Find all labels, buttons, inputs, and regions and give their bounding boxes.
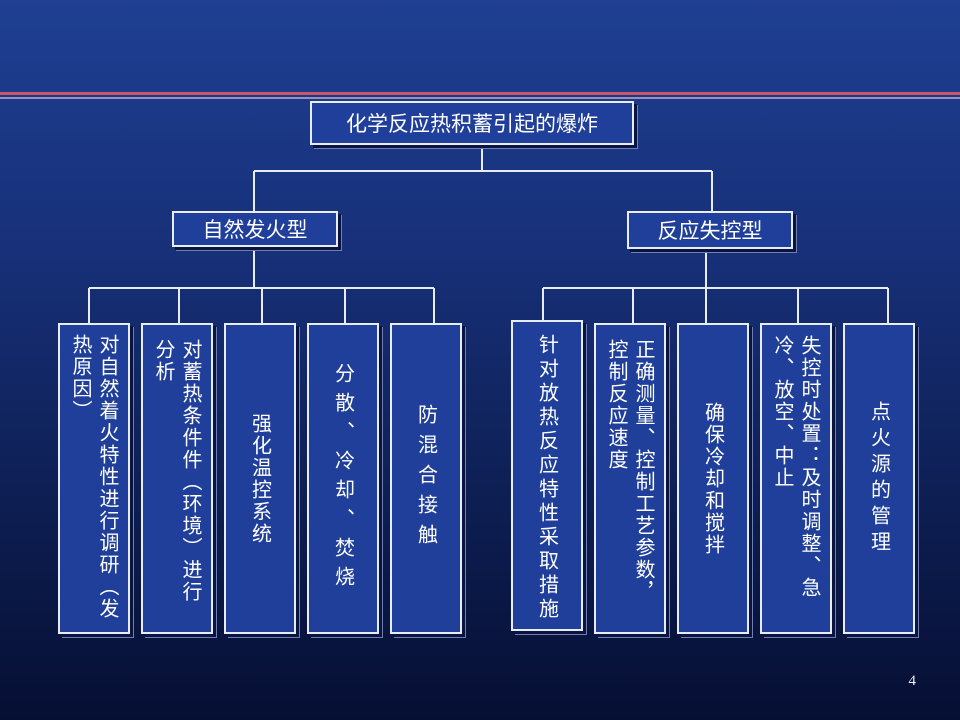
left-child-node-5: 防混合接触 [390, 323, 462, 634]
right-child-node-1: 针对放热反应特性采取措施 [511, 320, 583, 631]
top-red-rule [0, 92, 960, 95]
left-child-node-1: 对自然着火特性进行调研（发热原因） [58, 323, 130, 634]
right-child-node-3: 确保冷却和搅拌 [677, 323, 749, 634]
right-child-node-2: 正确测量、控制工艺参数，控制反应速度 [594, 323, 666, 634]
left-child-node-2: 对蓄热条件件（环境）进行分析 [141, 323, 213, 634]
top-lavender-rule [0, 97, 960, 99]
right-child-text-5: 点火源的管理 [867, 400, 892, 557]
right-child-text-1: 针对放热反应特性采取措施 [535, 334, 560, 622]
right-child-text-4: 失控时处置：及时调整、急冷、放空、中止 [771, 335, 822, 599]
root-node-label: 化学反应热积蓄引起的爆炸 [346, 112, 598, 136]
left-child-node-4: 分散、冷却、焚烧 [307, 323, 379, 634]
right-child-text-3: 确保冷却和搅拌 [701, 401, 726, 556]
root-node: 化学反应热积蓄引起的爆炸 [310, 101, 634, 145]
left-child-node-3: 强化温控系统 [224, 323, 296, 634]
left-child-text-2: 对蓄热条件件（环境）进行分析 [152, 339, 203, 603]
left-child-text-5: 防混合接触 [414, 403, 439, 554]
right-branch-label: 反应失控型 [657, 219, 763, 243]
left-child-text-4: 分散、冷却、焚烧 [331, 362, 356, 595]
right-child-node-4: 失控时处置：及时调整、急冷、放空、中止 [760, 323, 832, 634]
page-number: 4 [908, 673, 917, 689]
right-branch-node: 反应失控型 [627, 211, 793, 249]
left-child-text-3: 强化温控系统 [248, 412, 273, 545]
left-child-text-1: 对自然着火特性进行调研（发热原因） [69, 333, 120, 620]
left-branch-node: 自然发火型 [172, 211, 338, 247]
right-child-node-5: 点火源的管理 [843, 323, 915, 634]
right-child-text-2: 正确测量、控制工艺参数，控制反应速度 [605, 339, 656, 603]
left-branch-label: 自然发火型 [202, 218, 308, 242]
